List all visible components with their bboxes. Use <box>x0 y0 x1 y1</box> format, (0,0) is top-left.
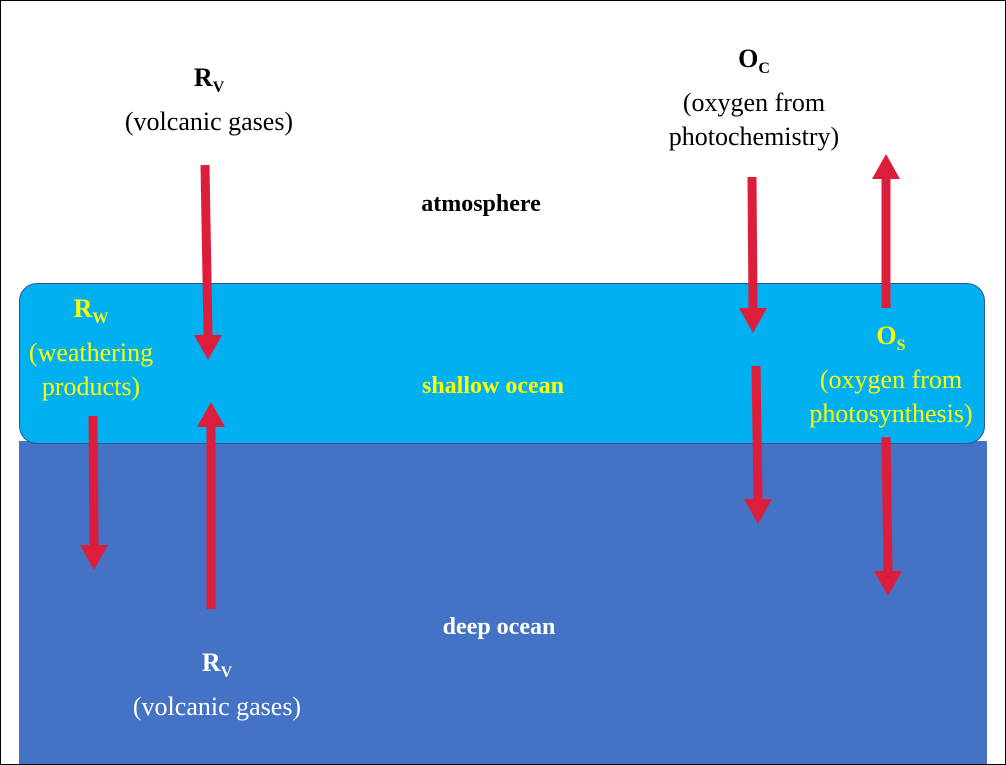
rv-bottom-description: (volcanic gases) <box>132 692 302 721</box>
rv-deep-up-arrow <box>197 402 225 609</box>
rw-down-arrow <box>80 415 108 570</box>
shallow-ocean-label: shallow ocean <box>421 373 564 399</box>
shallow-ocean-layer <box>19 283 985 444</box>
deep-ocean-label: deep ocean <box>442 614 556 640</box>
os-description-line2: photosynthesis) <box>809 399 973 428</box>
oc-description-line2: photochemistry) <box>668 122 840 151</box>
os-symbol: OS <box>876 321 906 354</box>
rv-bottom-label: RV (volcanic gases) <box>87 646 347 724</box>
oc-label: OC (oxygen from photochemistry) <box>624 42 884 154</box>
rw-label: RW (weathering products) <box>11 292 171 404</box>
oc-description-line1: (oxygen from <box>682 88 826 117</box>
oc-down-arrow <box>739 176 767 333</box>
rw-symbol: RW <box>73 294 109 327</box>
os-down-arrow <box>874 436 902 596</box>
atmosphere-label: atmosphere <box>421 191 541 217</box>
rv-atmosphere-down-arrow <box>194 164 222 360</box>
rv-bottom-symbol: RV <box>201 648 233 681</box>
oc-symbol: OC <box>738 44 770 77</box>
os-label: OS (oxygen from photosynthesis) <box>791 319 991 431</box>
rw-description-line2: products) <box>41 372 141 401</box>
os-description-line1: (oxygen from <box>819 365 963 394</box>
deep-ocean-layer <box>19 441 987 764</box>
rv-top-description: (volcanic gases) <box>124 107 294 136</box>
oc-shallow-down-arrow <box>744 365 772 524</box>
os-up-arrow <box>872 154 900 308</box>
rv-top-label: RV (volcanic gases) <box>79 61 339 139</box>
rv-top-symbol: RV <box>193 63 225 96</box>
rw-description-line1: (weathering <box>28 338 154 367</box>
